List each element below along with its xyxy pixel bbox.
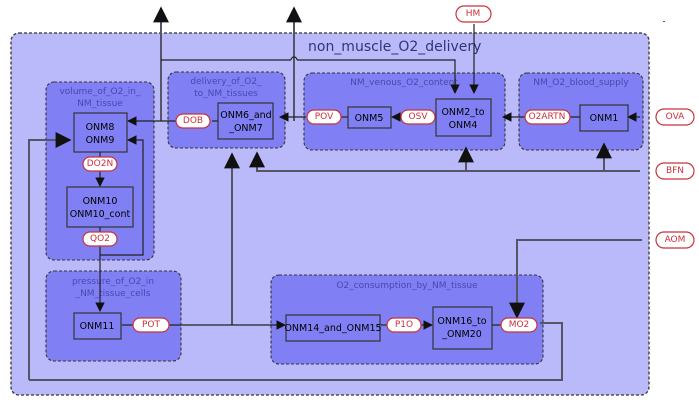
signal-pov-label: POV (315, 112, 334, 122)
input-hm-label: HM (466, 9, 481, 19)
signal-dob[interactable]: DOB (175, 113, 211, 129)
group-supply-title: NM_O2_blood_supply (533, 78, 629, 88)
block-onm5-label: ONM5 (355, 113, 384, 124)
block-onm2-to-onm4[interactable]: ONM2_to ONM4 (435, 98, 492, 137)
block-onm2-label-2: ONM4 (449, 120, 478, 131)
diagram-title: non_muscle_O2_delivery (308, 39, 481, 55)
block-onm5[interactable]: ONM5 (347, 106, 392, 129)
input-hm[interactable]: HM (455, 5, 492, 23)
signal-do2n-label: DO2N (87, 159, 113, 169)
group-consumption-title: O2_consumption_by_NM_tissue (336, 281, 478, 291)
group-delivery-title-2: to_NM_tissues (194, 89, 258, 99)
block-onm8-onm9[interactable]: ONM8 ONM9 (73, 112, 128, 153)
edge-bfn-to-onm6 (249, 151, 640, 172)
group-pressure-title-2: _NM_tissue_cells (75, 289, 151, 299)
block-onm6-onm7[interactable]: ONM6_and _ONM7 (217, 102, 274, 140)
edge-hop (290, 56, 298, 61)
input-ova-label: OVA (666, 112, 686, 122)
input-bfn[interactable]: BFN (655, 162, 695, 180)
signal-do2n[interactable]: DO2N (82, 156, 118, 172)
block-onm8-label-1: ONM8 (86, 122, 115, 133)
block-onm1[interactable]: ONM1 (579, 104, 629, 132)
signal-pot[interactable]: POT (132, 317, 170, 333)
block-onm16-label-2: _ONM20 (441, 329, 482, 340)
signal-qo2-label: QO2 (90, 234, 110, 244)
edge-qo2-to-onm8 (100, 135, 144, 256)
block-onm6-label-1: ONM6_and (220, 110, 271, 121)
signal-osv-label: OSV (409, 112, 429, 122)
signal-o2artn[interactable]: O2ARTN (524, 109, 571, 125)
signal-pov[interactable]: POV (306, 109, 342, 125)
signal-pot-label: POT (142, 320, 161, 330)
group-volume-title-1: volume_of_O2_in_ (59, 87, 141, 97)
signal-dob-label: DOB (183, 116, 203, 126)
group-delivery-title-1: delivery_of_O2_ (190, 77, 262, 87)
edge-to-onm2-b (297, 59, 460, 94)
edge-aom-to-mo2 (509, 239, 642, 319)
signal-p1o-label: P1O (395, 320, 413, 330)
block-onm6-label-2: _ONM7 (228, 123, 263, 134)
signal-p1o[interactable]: P1O (386, 317, 422, 333)
block-onm14-label: ONM14_and_ONM15 (284, 323, 381, 334)
block-onm11-label: ONM11 (80, 321, 115, 332)
block-onm10-label-2: ONM10_cont (70, 209, 131, 220)
block-onm14-and-onm15[interactable]: ONM14_and_ONM15 (284, 314, 382, 342)
block-onm11[interactable]: ONM11 (73, 312, 122, 340)
block-onm16-label-1: ONM16_to (437, 316, 486, 327)
edge-mo2-loop (29, 322, 563, 381)
group-pressure-title-1: pressure_of_O2_in (72, 277, 154, 287)
block-onm2-label-1: ONM2_to (441, 107, 484, 118)
block-onm8-label-2: ONM9 (86, 135, 115, 146)
group-venous-title: NM_venous_O2_content (350, 78, 458, 88)
block-onm10[interactable]: ONM10 ONM10_cont (66, 186, 134, 228)
block-onm10-label-1: ONM10 (83, 196, 118, 207)
group-volume-title-2: NM_tissue (77, 99, 123, 109)
signal-osv[interactable]: OSV (400, 109, 436, 125)
signal-mo2[interactable]: MO2 (500, 317, 538, 333)
signal-qo2[interactable]: QO2 (82, 231, 118, 247)
edge-mo2-to-onm8 (28, 132, 72, 380)
block-onm16-to-onm20[interactable]: ONM16_to _ONM20 (432, 306, 493, 350)
input-aom-label: AOM (665, 235, 686, 245)
input-ova[interactable]: OVA (655, 108, 695, 126)
signal-mo2-label: MO2 (509, 320, 530, 330)
block-onm1-label: ONM1 (590, 113, 619, 124)
input-bfn-label: BFN (666, 166, 684, 176)
signal-o2artn-label: O2ARTN (529, 112, 566, 122)
input-aom[interactable]: AOM (655, 231, 695, 249)
